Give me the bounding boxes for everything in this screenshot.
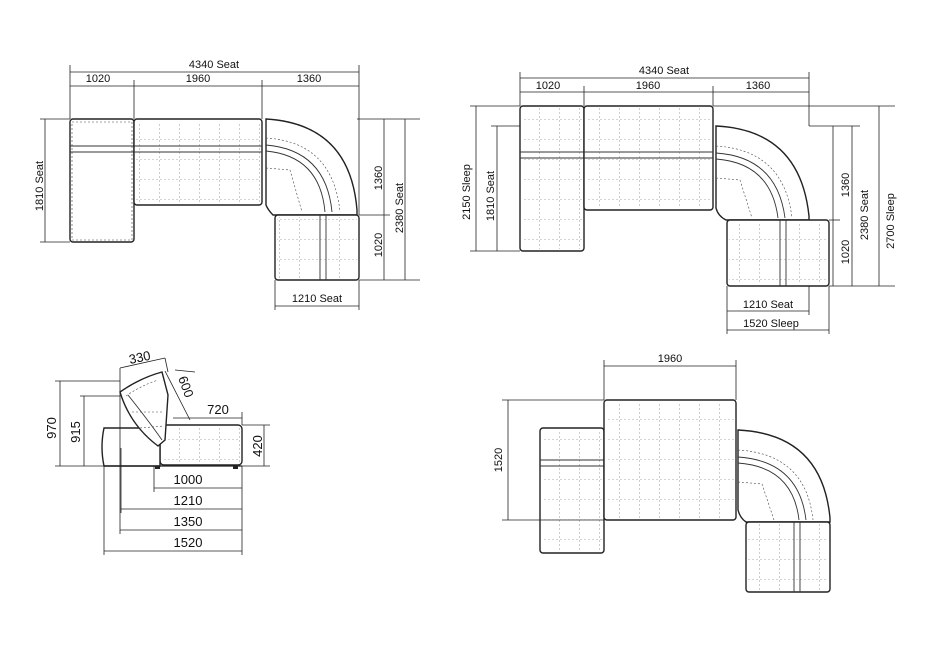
plan2-sleep-total-label: 2700 Sleep	[885, 193, 897, 249]
plan2-total-label: 4340 Seat	[639, 65, 689, 77]
plan-1: 4340 Seat 1020 1960 1360 1810 Seat 1360 …	[34, 59, 420, 310]
plan2-h-end-label: 1020	[840, 240, 852, 264]
side-600-label: 600	[175, 374, 197, 400]
plan2-w2-label: 1960	[636, 80, 660, 92]
side-view: 330 600 720 970 915 420 1000 1210 1350 1…	[44, 348, 270, 555]
plan-2: 4340 Seat 1020 1960 1360 2150 Sleep 1810…	[461, 65, 897, 334]
side-1520-label: 1520	[174, 535, 203, 550]
plan-3: 1960 1520	[493, 353, 831, 593]
corner-module	[715, 125, 810, 221]
plan2-w3-label: 1360	[746, 80, 770, 92]
side-915-label: 915	[68, 421, 83, 443]
plan2-sleep-left-label: 2150 Sleep	[461, 164, 473, 220]
plan1-h-corner-label: 1360	[373, 166, 385, 190]
plan1-total-label: 4340 Seat	[189, 59, 239, 71]
plan3-left-label: 1520	[493, 448, 505, 472]
corner-module	[737, 429, 831, 523]
plan2-h-total-label: 2380 Seat	[859, 190, 871, 240]
side-720-label: 720	[207, 402, 229, 417]
side-330-label: 330	[128, 348, 152, 367]
side-1210-label: 1210	[174, 493, 203, 508]
side-420-label: 420	[250, 435, 265, 457]
plan1-w2-label: 1960	[186, 73, 210, 85]
plan1-w1-label: 1020	[86, 73, 110, 85]
plan2-w1-label: 1020	[536, 80, 560, 92]
side-1000-label: 1000	[174, 472, 203, 487]
side-1350-label: 1350	[174, 514, 203, 529]
corner-module	[265, 118, 358, 216]
plan2-bottom-seat-label: 1210 Seat	[743, 299, 793, 311]
plan1-depth-label: 1810 Seat	[34, 161, 46, 211]
plan1-w3-label: 1360	[297, 73, 321, 85]
plan1-h-total-label: 2380 Seat	[394, 183, 406, 233]
plan2-depth-left-label: 1810 Seat	[485, 171, 497, 221]
backrest	[119, 371, 169, 447]
side-970-label: 970	[44, 417, 59, 439]
plan3-top-label: 1960	[658, 353, 682, 365]
left-module	[69, 118, 135, 243]
plan1-h-end-label: 1020	[373, 233, 385, 257]
plan1-bottom-label: 1210 Seat	[292, 293, 342, 305]
plan2-bottom-sleep-label: 1520 Sleep	[743, 318, 799, 330]
plan2-h-corner-label: 1360	[840, 173, 852, 197]
